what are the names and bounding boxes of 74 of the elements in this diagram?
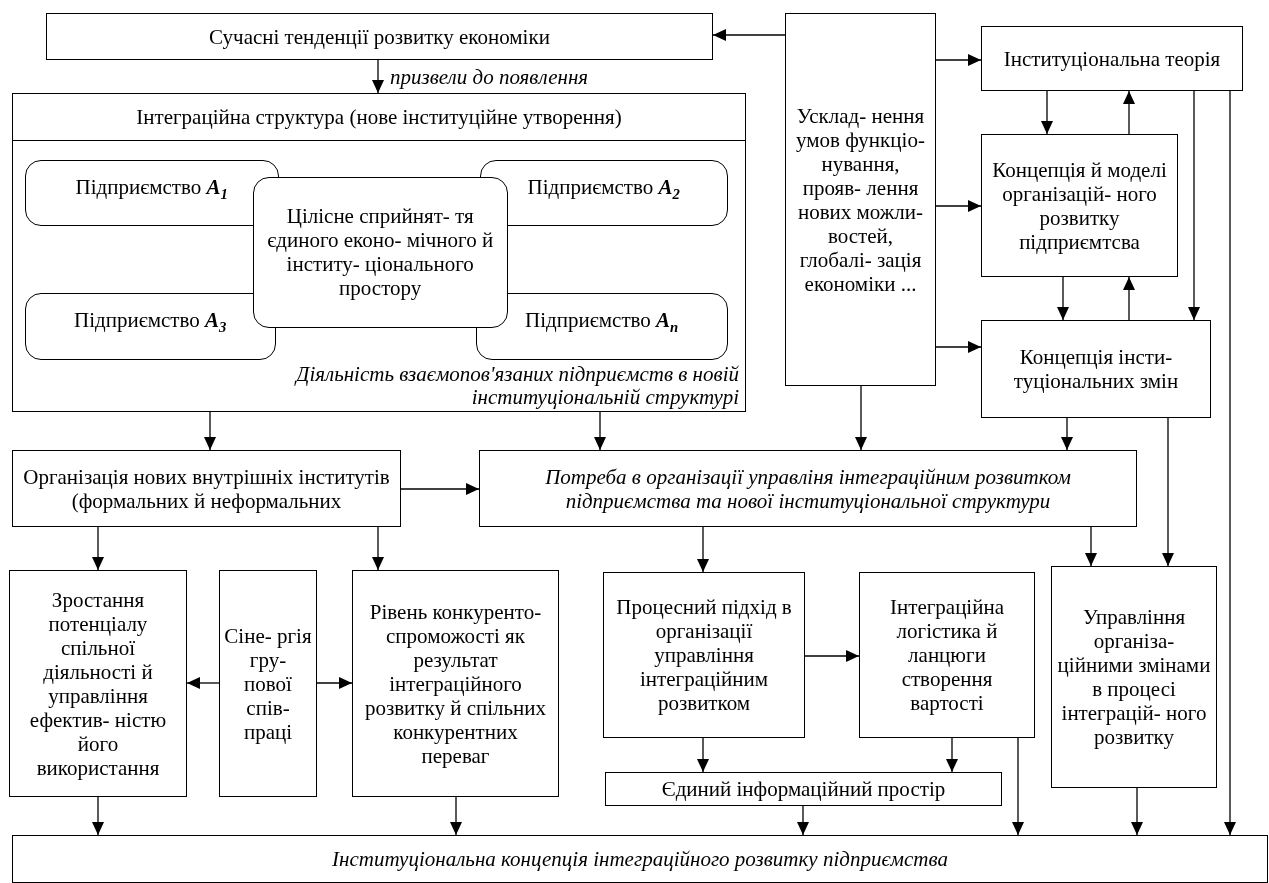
arrow [804,650,860,662]
arrow [1131,787,1143,836]
box-text: Управління організа- ційними змінами в процесі інтеграцій- ного розвитку [1056,605,1212,749]
box-text: Інтеграційна логістика й ланцюги створення вартості [888,595,1005,715]
arrow [946,737,958,773]
panel-note: Діяльність взаємопов'язаних підприємств в новій інституціональній структурі [293,363,739,409]
arrow [712,29,786,41]
arrow [186,677,220,689]
box-text: Організація нових внутрішніх інститутів (формальних й неформальних [22,464,391,513]
arrow [935,200,982,212]
panel-heading: Інтеграційна структура (нове інституційне утворення) [13,94,745,141]
rounded-box [479,159,728,226]
box-text: Цілісне сприйнят- тя єдиного еконо- мічного й інститу- ціонального простору [266,204,495,301]
arrow [594,411,606,451]
arrow [1061,417,1073,451]
process-box [46,13,713,60]
box-text: Підприємство A$_{1}$ [75,174,228,199]
arrow [372,59,384,94]
arrow [1123,276,1135,321]
arrow [1041,90,1053,135]
arrow [1224,90,1236,836]
box-text: Рівень конкуренто- спроможості як результат інтеграційного розвитку й спільних конкурентних переваг [363,599,548,768]
arrow [400,483,480,495]
process-box [1051,566,1217,788]
arrow [1057,276,1069,321]
arrow [450,796,462,836]
arrow [1085,526,1097,567]
process-box [859,572,1035,738]
process-box [981,320,1211,418]
arrow [935,341,982,353]
box-text: Сучасні тенденції розвитку економіки [209,24,550,49]
box-text: Концепція інсти- туціональних змін [1012,345,1180,393]
arrow [1162,417,1174,567]
arrow [92,796,104,836]
box-text: Потреба в організації управліня інтеграційним розвитком підприємства та нової інституціональної структури [544,464,1072,513]
arrow [92,526,104,571]
arrow [1188,90,1200,321]
box-text: Концепція й моделі організацій- ного розвитку підприємтсва [991,157,1168,254]
arrow [935,54,982,66]
box-text: Інституціональна концепція інтеграційного розвитку підприємства [332,847,948,871]
arrow [316,677,353,689]
process-box [785,13,936,386]
process-box [981,134,1178,277]
rounded-box [24,159,279,226]
box-text: Сіне- ргія гру- пової спів- праці [224,623,312,744]
arrow [1123,90,1135,135]
process-box [603,572,805,738]
rounded-box [252,176,508,328]
arrow [372,526,384,571]
box-text: Підприємство A$_{2}$ [527,174,680,199]
arrow [204,411,216,451]
process-box [479,450,1137,527]
box-text: Інституціональна теорія [1003,46,1221,71]
arrow [797,805,809,836]
arrow [697,526,709,573]
process-box [352,570,559,797]
arrow [855,385,867,451]
process-box [605,772,1002,806]
process-box [219,570,317,797]
box-text: Зростання потенціалу спільної діяльності й управління ефектив- ністю його використання [28,587,168,780]
process-box [12,450,401,527]
rounded-box [24,292,276,360]
box-text: Усклад- нення умов функціо- нування, прояв- лення нових можли- востей, глобалі- зація економіки ... [795,103,926,296]
box-text: Процесний підхід в організації управління інтеграційним розвитком [615,595,793,715]
box-text: Підприємство A$_{3}$ [74,307,227,332]
process-box [9,570,187,797]
box-text: Підприємство A$_{n}$ [525,307,679,332]
process-box [12,835,1268,883]
arrow [1012,737,1024,836]
process-box [981,26,1243,91]
box-text: Єдиний інформаційний простір [661,777,946,801]
arrow [697,737,709,773]
rounded-box [475,292,728,360]
container-box [12,93,746,412]
